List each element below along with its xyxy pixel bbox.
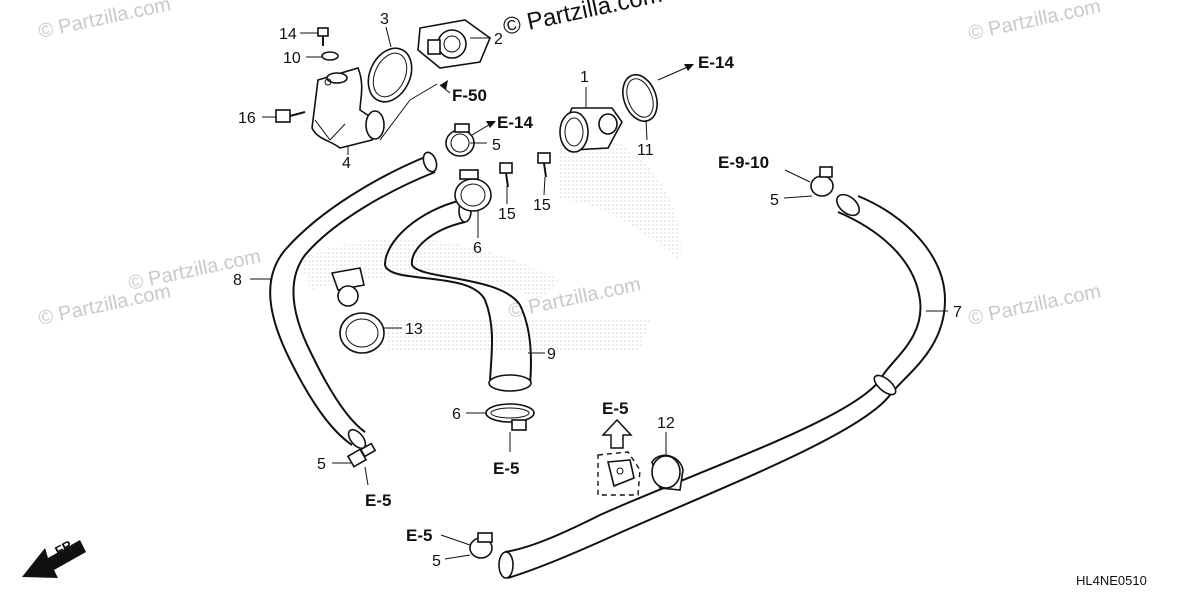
reference-arrows [439, 64, 694, 136]
callout-5-bottom: 5 [432, 553, 441, 570]
up-arrow-icon [601, 418, 633, 449]
clamp-12[interactable] [651, 454, 684, 491]
callout-6-lower: 6 [452, 406, 461, 423]
watermark: © Partzilla.com [966, 0, 1102, 45]
bracket-ref-e5 [597, 451, 641, 496]
ref-e5-clamp6: E-5 [493, 459, 519, 478]
ref-e14-top: E-14 [698, 53, 734, 72]
callout-15b: 15 [533, 197, 551, 214]
callout-4: 4 [342, 155, 351, 172]
watermark: © Partzilla.com [126, 245, 262, 295]
watermark: © Partzilla.com [36, 0, 172, 43]
callout-16: 16 [238, 110, 256, 127]
callout-13: 13 [405, 321, 423, 338]
leader-lines [250, 26, 948, 560]
clamp-5-upper[interactable] [445, 123, 475, 157]
callout-7: 7 [953, 304, 962, 321]
callout-10: 10 [283, 50, 301, 67]
watermark: © Partzilla.com [966, 280, 1102, 330]
callout-6-upper: 6 [473, 240, 482, 257]
o-ring-3[interactable] [360, 41, 420, 109]
reference-labels: E-14 E-14 F-50 E-9-10 E-5 E-5 E-5 E-5 [365, 53, 769, 545]
callouts: 1 2 3 4 5 5 5 5 6 6 7 8 9 10 11 12 13 14… [233, 11, 962, 570]
ref-e5-bottom: E-5 [406, 526, 432, 545]
callout-2: 2 [494, 31, 503, 48]
ref-e9-10: E-9-10 [718, 153, 769, 172]
bolt-15a[interactable] [499, 162, 513, 188]
hose-8[interactable] [269, 151, 439, 452]
watermark: © Partzilla.com [501, 0, 665, 41]
thermostat-2[interactable] [417, 19, 491, 69]
ref-e14-mid: E-14 [497, 113, 533, 132]
callout-14: 14 [279, 26, 297, 43]
ref-f50: F-50 [452, 86, 487, 105]
callout-8: 8 [233, 272, 242, 289]
washer-10[interactable] [321, 51, 339, 61]
o-ring-11[interactable] [617, 70, 663, 126]
front-arrow-icon [22, 540, 86, 578]
callout-15a: 15 [498, 206, 516, 223]
ref-e5-bracket: E-5 [602, 399, 628, 418]
thermostat-housing-4[interactable] [311, 67, 385, 149]
callout-1: 1 [580, 69, 589, 86]
diagram-code: HL4NE0510 [1076, 573, 1147, 588]
bolt-16[interactable] [275, 109, 306, 123]
callout-5-left: 5 [317, 456, 326, 473]
clamp-5-bottom[interactable] [469, 532, 493, 559]
callout-9: 9 [547, 346, 556, 363]
callout-5-upper: 5 [492, 137, 501, 154]
callout-5-right: 5 [770, 192, 779, 209]
bolt-15b[interactable] [537, 152, 551, 178]
clamp-5-right[interactable] [810, 166, 834, 197]
brand-mark-shading [300, 129, 681, 350]
clamp-6-upper[interactable] [454, 169, 492, 212]
callout-3: 3 [380, 11, 389, 28]
clamp-6-lower[interactable] [485, 403, 535, 431]
ref-e5-hose8: E-5 [365, 491, 391, 510]
hose-7[interactable] [498, 191, 947, 579]
water-pipe-1[interactable] [559, 107, 623, 153]
bolt-14[interactable] [317, 27, 329, 46]
clamp-13[interactable] [330, 267, 385, 354]
callout-11: 11 [637, 142, 654, 159]
clamp-5-left[interactable] [346, 442, 377, 468]
hose-9[interactable] [383, 199, 532, 392]
callout-12: 12 [657, 415, 675, 432]
